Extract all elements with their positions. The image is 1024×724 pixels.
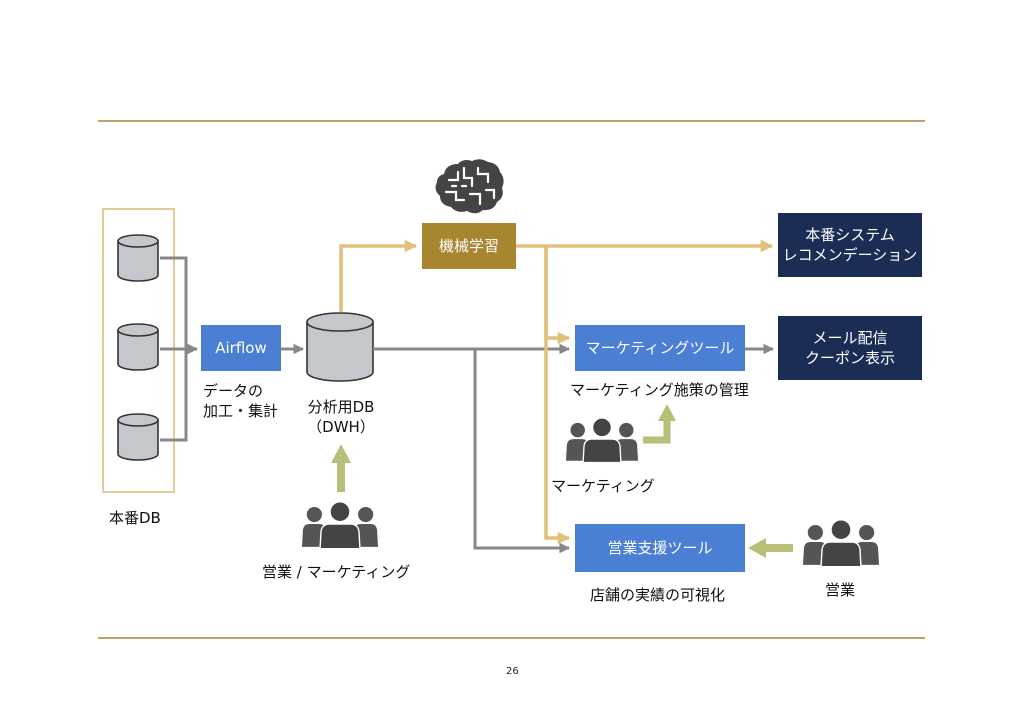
arrow-ml-to-marketing-tool <box>544 246 571 345</box>
arrow-users-to-dwh <box>331 444 351 492</box>
arrow-dwh-to-ml <box>339 239 418 312</box>
marketing-tool-node: マーケティングツール <box>575 325 745 371</box>
dwh-database-icon <box>306 312 374 382</box>
sales-support-tool-node: 営業支援ツール <box>575 524 745 572</box>
people-group-icon <box>803 518 879 568</box>
top-rule <box>98 120 925 122</box>
sales-marketing-users-label: 営業 / マーケティング <box>262 563 411 581</box>
database-icon <box>117 234 159 282</box>
arrow-sales-users-to-tool <box>748 538 793 558</box>
bottom-rule <box>98 637 925 639</box>
database-icon <box>117 323 159 371</box>
arrow-marketing-users-to-tool <box>643 404 676 444</box>
database-icon <box>117 413 159 461</box>
prod-system-recommendation-node: 本番システム レコメンデーション <box>778 213 922 277</box>
dwh-label: 分析用DB （DWH） <box>307 398 375 437</box>
people-group-icon <box>302 500 378 550</box>
marketing-users-label: マーケティング <box>551 477 655 495</box>
prod-db-label: 本番DB <box>109 509 161 527</box>
page-number: 26 <box>506 666 519 677</box>
people-group-icon <box>566 417 638 464</box>
arrow-dwh-to-sales-tool <box>473 349 571 554</box>
data-processing-label: データの 加工・集計 <box>203 382 279 421</box>
store-visualization-label: 店舗の実績の可視化 <box>590 586 726 604</box>
brain-icon <box>435 159 504 214</box>
machine-learning-node: 機械学習 <box>422 223 516 269</box>
airflow-node: Airflow <box>201 325 281 371</box>
arrow-ml-to-sales-tool <box>544 246 571 545</box>
sales-users-label: 営業 <box>825 581 856 599</box>
marketing-management-label: マーケティング施策の管理 <box>570 381 749 399</box>
mail-coupon-node: メール配信 クーポン表示 <box>778 316 922 380</box>
